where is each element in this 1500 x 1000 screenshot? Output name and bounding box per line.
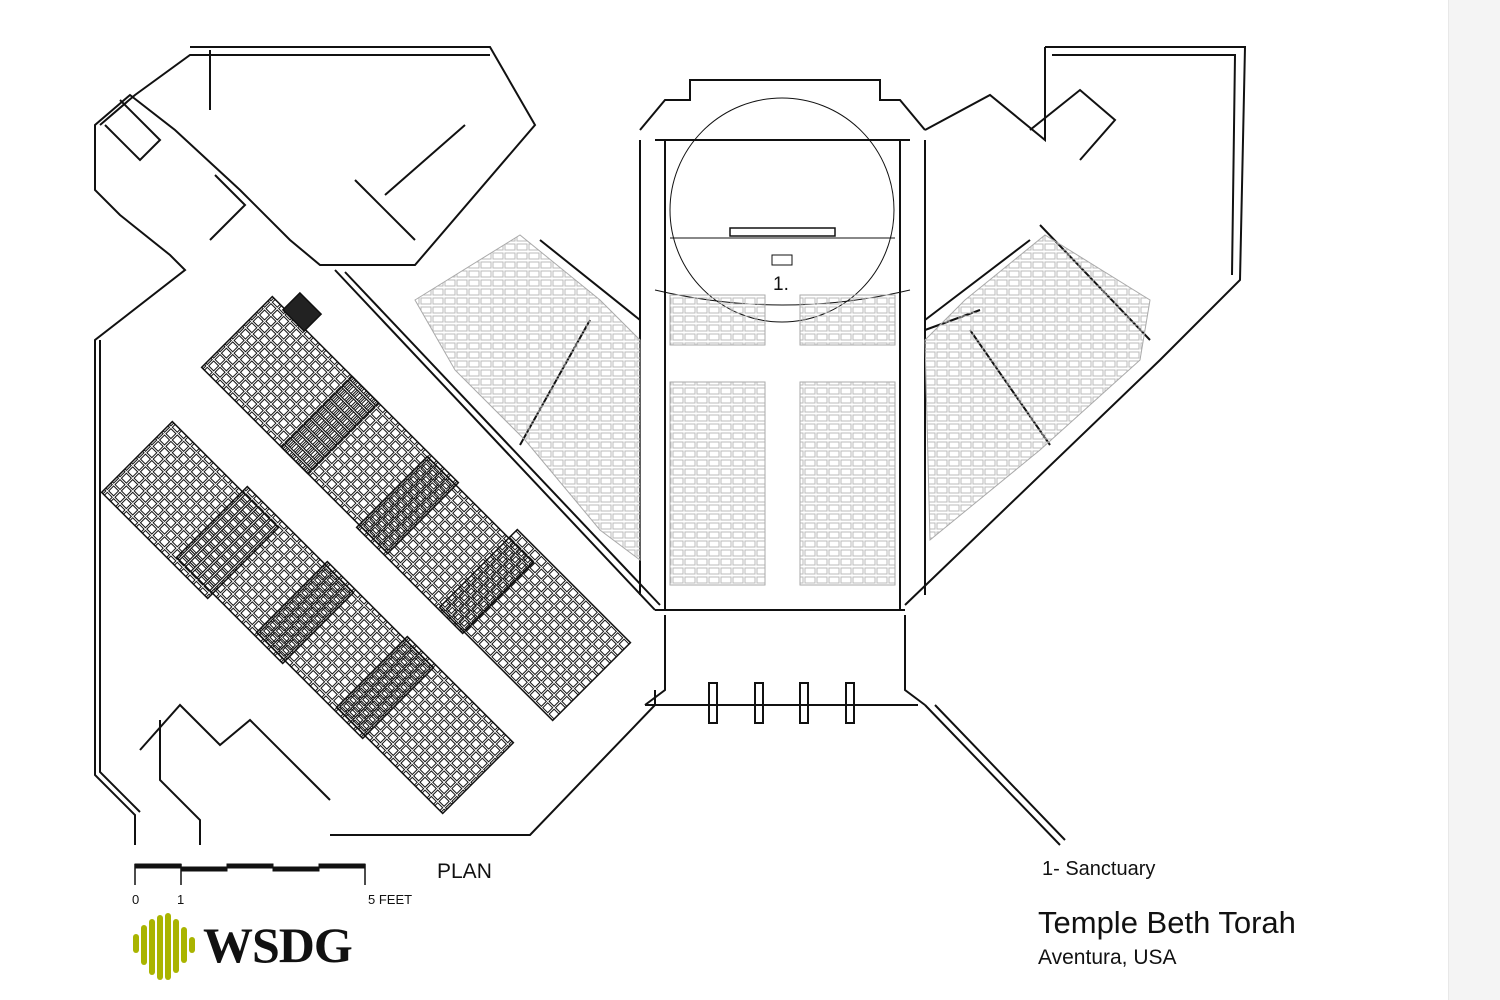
room-legend-item: 1- Sanctuary xyxy=(1042,858,1156,880)
project-title: Temple Beth Torah xyxy=(1038,905,1296,940)
scale-tick-0: 0 xyxy=(132,892,140,907)
project-location: Aventura, USA xyxy=(1038,946,1177,969)
wsdg-logo-icon xyxy=(133,913,195,980)
scale-tick-5-feet: 5 FEET xyxy=(368,892,413,907)
scale-bar xyxy=(134,863,366,885)
entrance-doors xyxy=(708,682,855,724)
hall-seating xyxy=(100,291,632,815)
plan-title: PLAN xyxy=(437,860,492,883)
sanctuary-seating xyxy=(414,234,1151,586)
scale-tick-1: 1 xyxy=(177,892,185,907)
room-number-label: 1. xyxy=(773,274,789,295)
logo-wordmark: WSDG xyxy=(203,917,353,973)
page-edge xyxy=(1448,0,1500,1000)
